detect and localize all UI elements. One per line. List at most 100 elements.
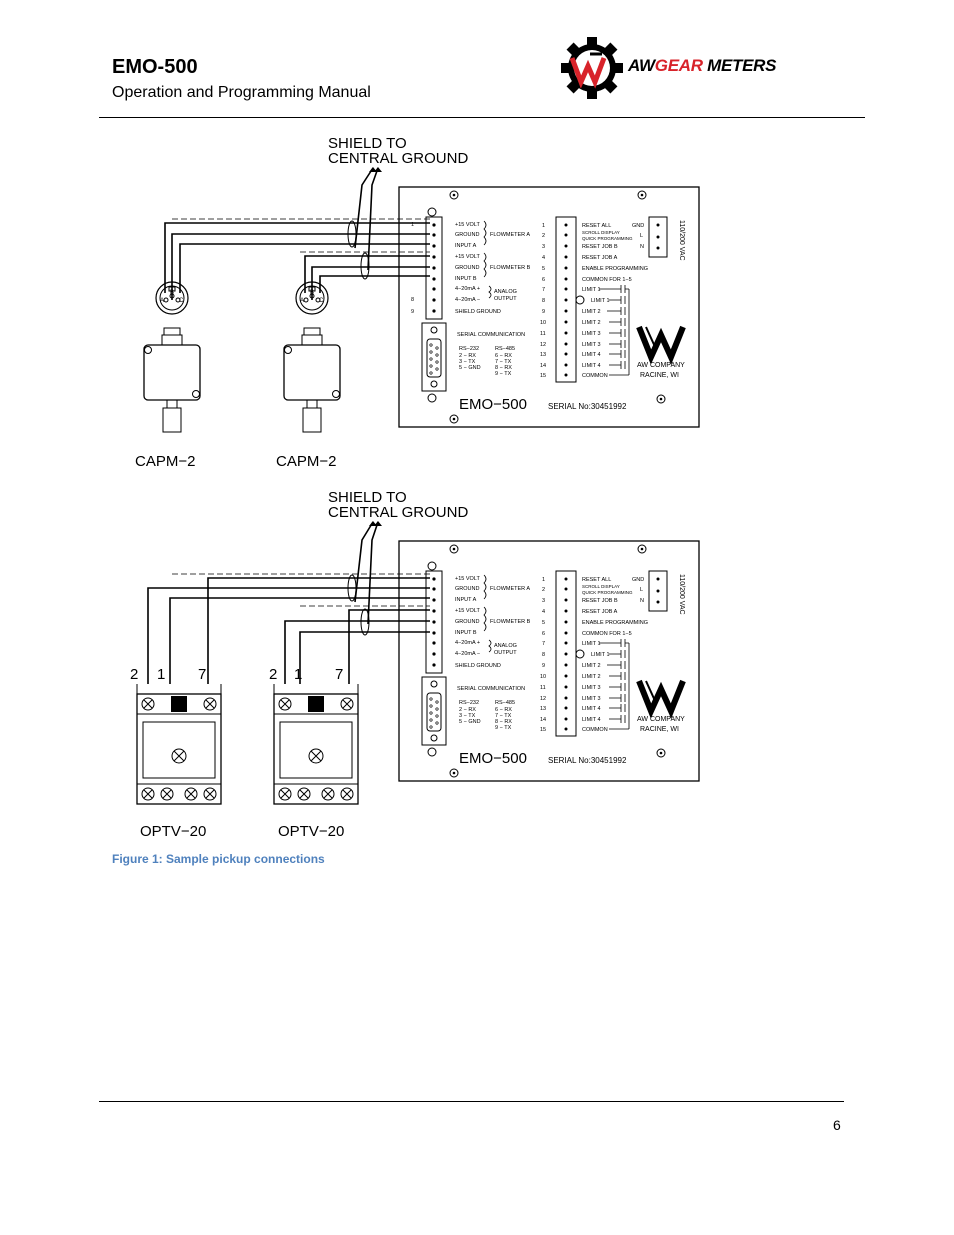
svg-text:INPUT B: INPUT B	[455, 276, 477, 282]
svg-text:11: 11	[540, 331, 546, 337]
svg-text:ENABLE PROGRAMMING: ENABLE PROGRAMMING	[582, 266, 648, 272]
board-model-top: EMO−500	[459, 396, 527, 413]
svg-text:GROUND: GROUND	[455, 232, 479, 238]
optv-pin-1: 1	[294, 666, 302, 683]
svg-text:8: 8	[542, 652, 545, 658]
svg-text:2: 2	[542, 587, 545, 593]
svg-text:FLOWMETER B: FLOWMETER B	[490, 619, 531, 625]
gear-logo-icon	[561, 37, 623, 99]
svg-text:11: 11	[540, 685, 546, 691]
logo-aw: AW	[628, 56, 655, 75]
svg-text:RS−485: RS−485	[495, 700, 515, 706]
header-divider	[99, 117, 865, 118]
svg-text:3 − TX: 3 − TX	[459, 359, 476, 365]
svg-text:2: 2	[542, 233, 545, 239]
svg-text:14: 14	[540, 717, 546, 723]
svg-text:RESET ALL: RESET ALL	[582, 223, 611, 229]
capm-pickup-1	[143, 281, 201, 433]
svg-text:COMMON FOR 1−5: COMMON FOR 1−5	[582, 631, 632, 637]
optv-pin-7: 7	[335, 666, 343, 683]
svg-text:8: 8	[411, 297, 414, 303]
svg-text:1: 1	[411, 222, 414, 228]
svg-text:RESET ALL: RESET ALL	[582, 577, 611, 583]
svg-text:GROUND: GROUND	[455, 619, 479, 625]
board-serial-top: SERIAL No:30451992	[548, 402, 627, 411]
svg-text:13: 13	[540, 352, 546, 358]
svg-text:8 − RX: 8 − RX	[495, 365, 512, 371]
svg-text:6 − RX: 6 − RX	[495, 707, 512, 713]
logo-wordmark: AWGEAR METERS	[628, 56, 777, 76]
svg-text:INPUT B: INPUT B	[455, 630, 477, 636]
optv-pin-2: 2	[269, 666, 277, 683]
emo500-board-bottom	[399, 541, 699, 781]
power-label-top: 110/200 VAC	[678, 220, 685, 261]
svg-text:ANALOG: ANALOG	[494, 289, 517, 295]
svg-text:2 − RX: 2 − RX	[459, 707, 476, 713]
svg-text:7: 7	[542, 641, 545, 647]
svg-text:ENABLE PROGRAMMING: ENABLE PROGRAMMING	[582, 620, 648, 626]
svg-text:FLOWMETER A: FLOWMETER A	[490, 586, 530, 592]
svg-text:GND: GND	[632, 577, 644, 583]
svg-text:LIMIT 2: LIMIT 2	[582, 320, 601, 326]
svg-text:+15 VOLT: +15 VOLT	[455, 254, 480, 260]
optv-pin-1: 1	[157, 666, 165, 683]
figure-caption: Figure 1: Sample pickup connections	[112, 852, 325, 866]
svg-text:N: N	[640, 598, 644, 604]
svg-text:6: 6	[542, 277, 545, 283]
svg-text:1: 1	[542, 577, 545, 583]
svg-text:6 − RX: 6 − RX	[495, 353, 512, 359]
svg-text:RS−232: RS−232	[459, 346, 479, 352]
svg-text:2 − RX: 2 − RX	[459, 353, 476, 359]
svg-text:3 − TX: 3 − TX	[459, 713, 476, 719]
svg-text:9 − TX: 9 − TX	[495, 725, 512, 731]
svg-text:7 − TX: 7 − TX	[495, 713, 512, 719]
svg-text:3: 3	[542, 598, 545, 604]
svg-text:COMMON: COMMON	[582, 373, 608, 379]
capm-pickup-2	[283, 281, 341, 433]
svg-text:RS−232: RS−232	[459, 700, 479, 706]
svg-text:GROUND: GROUND	[455, 265, 479, 271]
svg-text:4−20mA −: 4−20mA −	[455, 651, 480, 657]
capm-label-1: CAPM−2	[135, 453, 195, 470]
svg-text:10: 10	[540, 674, 546, 680]
svg-text:INPUT A: INPUT A	[455, 597, 477, 603]
svg-text:ANALOG: ANALOG	[494, 643, 517, 649]
svg-text:OUTPUT: OUTPUT	[494, 650, 517, 656]
logo-meters: METERS	[707, 56, 777, 75]
svg-text:RACINE, WI: RACINE, WI	[640, 372, 679, 379]
svg-text:L: L	[640, 587, 643, 593]
svg-text:1: 1	[542, 223, 545, 229]
svg-text:LIMIT 4: LIMIT 4	[582, 717, 601, 723]
svg-text:LIMIT 4: LIMIT 4	[582, 706, 601, 712]
svg-text:9: 9	[411, 309, 414, 315]
svg-text:LIMIT 3: LIMIT 3	[582, 696, 601, 702]
logo-gear: GEAR	[654, 56, 703, 75]
optv-label-1: OPTV−20	[140, 823, 206, 840]
svg-text:4: 4	[542, 255, 545, 261]
board-text-top: +15 VOLT GROUND INPUT A +15 VOLT GROUND …	[411, 222, 685, 379]
svg-text:COMMON: COMMON	[582, 727, 608, 733]
svg-text:4−20mA −: 4−20mA −	[455, 297, 480, 303]
page-number: 6	[833, 1117, 841, 1133]
svg-text:INPUT A: INPUT A	[455, 243, 477, 249]
footer-divider	[99, 1101, 844, 1102]
capm-pin-a: A	[300, 298, 304, 304]
central-ground-text: CENTRAL GROUND	[328, 150, 468, 167]
svg-text:5: 5	[542, 266, 545, 272]
svg-text:COMMON FOR 1−5: COMMON FOR 1−5	[582, 277, 632, 283]
svg-text:LIMIT 1: LIMIT 1	[582, 641, 601, 647]
svg-text:+15 VOLT: +15 VOLT	[455, 222, 480, 228]
svg-text:RS−485: RS−485	[495, 346, 515, 352]
svg-text:FLOWMETER B: FLOWMETER B	[490, 265, 531, 271]
svg-text:OUTPUT: OUTPUT	[494, 296, 517, 302]
svg-text:SCROLL DISPLAY: SCROLL DISPLAY	[582, 584, 620, 589]
svg-text:QUICK PROGRAMMING: QUICK PROGRAMMING	[582, 590, 633, 595]
svg-text:5 − GND: 5 − GND	[459, 365, 481, 371]
capm-pin-b: B	[310, 290, 314, 296]
svg-text:RESET JOB A: RESET JOB A	[582, 255, 618, 261]
svg-text:LIMIT 1: LIMIT 1	[591, 652, 610, 658]
svg-text:AW COMPANY: AW COMPANY	[637, 362, 685, 369]
optv-pin-2: 2	[130, 666, 138, 683]
svg-text:LIMIT 2: LIMIT 2	[582, 663, 601, 669]
